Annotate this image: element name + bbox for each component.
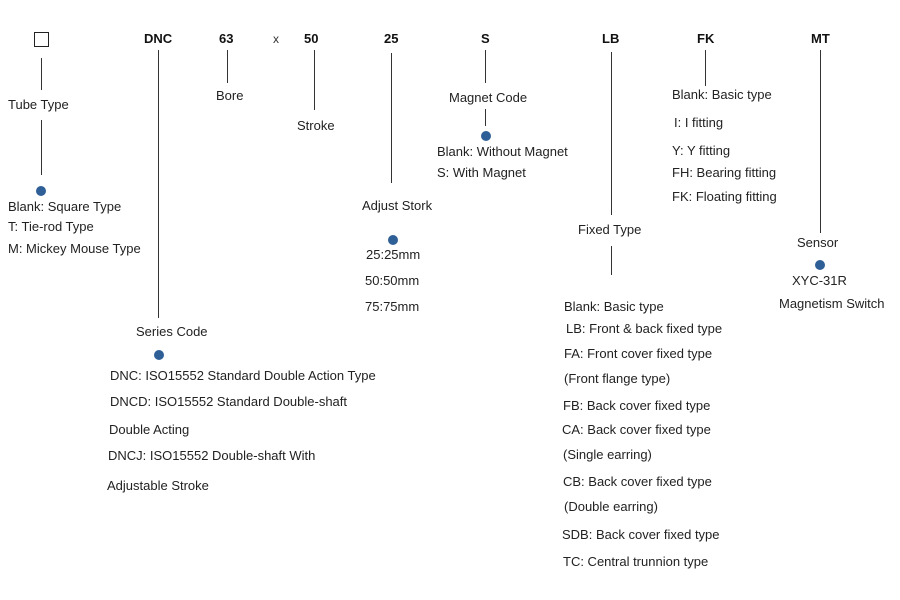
fixed-type-option: CB: Back cover fixed type bbox=[563, 474, 712, 489]
fixed-type-option: FB: Back cover fixed type bbox=[563, 398, 711, 413]
magnet-code-option: S: With Magnet bbox=[437, 165, 526, 180]
series-code-dot bbox=[154, 350, 164, 360]
fitting-code-header: FK bbox=[697, 31, 715, 46]
times-symbol: x bbox=[273, 32, 279, 46]
fitting-line bbox=[705, 50, 706, 86]
tube-type-title: Tube Type bbox=[8, 97, 69, 112]
bore-title: Bore bbox=[216, 88, 244, 103]
magnet-code-option: Blank: Without Magnet bbox=[437, 144, 568, 159]
fixed-type-line-upper bbox=[611, 52, 612, 215]
fixed-type-option: (Single earring) bbox=[563, 447, 652, 462]
stroke-title: Stroke bbox=[297, 118, 335, 133]
fixed-type-option: Blank: Basic type bbox=[564, 299, 664, 314]
magnet-code-dot bbox=[481, 131, 491, 141]
adjust-code-header: 25 bbox=[384, 31, 399, 46]
tube-type-dot bbox=[36, 186, 46, 196]
magnet-code-title: Magnet Code bbox=[449, 90, 528, 105]
adjust-stroke-dot bbox=[388, 235, 398, 245]
tube-type-option: T: Tie-rod Type bbox=[8, 219, 94, 234]
fixed-type-option: (Front flange type) bbox=[564, 371, 671, 386]
fixed-code-header: LB bbox=[602, 31, 620, 46]
tube-type-option: Blank: Square Type bbox=[8, 199, 122, 214]
fitting-option: FH: Bearing fitting bbox=[672, 165, 777, 180]
fixed-type-option: FA: Front cover fixed type bbox=[564, 346, 713, 361]
series-code-option: DNC: ISO15552 Standard Double Action Typ… bbox=[110, 368, 376, 383]
sensor-code-header: MT bbox=[811, 31, 830, 46]
fitting-option: I: I fitting bbox=[674, 115, 724, 130]
sensor-option: XYC-31R bbox=[792, 273, 847, 288]
series-code-option: DNCJ: ISO15552 Double-shaft With bbox=[108, 448, 316, 463]
adjust-stroke-title: Adjust Stork bbox=[362, 198, 433, 213]
stroke-code-header: 50 bbox=[304, 31, 319, 46]
series-code-option: Adjustable Stroke bbox=[107, 478, 209, 493]
adjust-stroke-option: 75:75mm bbox=[365, 299, 420, 314]
tube-type-option: M: Mickey Mouse Type bbox=[8, 241, 141, 256]
sensor-title: Sensor bbox=[797, 235, 839, 250]
magnet-code-header: S bbox=[481, 31, 490, 46]
adjust-stroke-option: 25:25mm bbox=[366, 247, 421, 262]
series-code-header: DNC bbox=[144, 31, 173, 46]
magnet-code-line-upper bbox=[485, 50, 486, 83]
fitting-option: FK: Floating fitting bbox=[672, 189, 777, 204]
adjust-stroke-option: 50:50mm bbox=[365, 273, 420, 288]
sensor-line bbox=[820, 50, 821, 233]
fixed-type-option: TC: Central trunnion type bbox=[563, 554, 709, 569]
fitting-option: Y: Y fitting bbox=[672, 143, 731, 158]
fixed-type-option: SDB: Back cover fixed type bbox=[562, 527, 720, 542]
magnet-code-line-lower bbox=[485, 109, 486, 126]
fixed-type-option: LB: Front & back fixed type bbox=[566, 321, 723, 336]
fixed-type-line-lower bbox=[611, 246, 612, 275]
bore-code-header: 63 bbox=[219, 31, 234, 46]
sensor-option: Magnetism Switch bbox=[779, 296, 885, 311]
fitting-option: Blank: Basic type bbox=[672, 87, 772, 102]
stroke-line bbox=[314, 50, 315, 110]
tube-type-box-icon bbox=[34, 32, 49, 47]
series-code-option: DNCD: ISO15552 Standard Double-shaft bbox=[110, 394, 348, 409]
tube-type-line-lower bbox=[41, 120, 42, 175]
adjust-stroke-line bbox=[391, 53, 392, 183]
sensor-dot bbox=[815, 260, 825, 270]
series-code-title: Series Code bbox=[136, 324, 208, 339]
tube-type-line-upper bbox=[41, 58, 42, 90]
fixed-type-option: (Double earring) bbox=[564, 499, 658, 514]
series-code-line bbox=[158, 50, 159, 318]
fixed-type-option: CA: Back cover fixed type bbox=[562, 422, 711, 437]
series-code-option: Double Acting bbox=[109, 422, 190, 437]
fixed-type-title: Fixed Type bbox=[578, 222, 642, 237]
bore-line bbox=[227, 50, 228, 83]
